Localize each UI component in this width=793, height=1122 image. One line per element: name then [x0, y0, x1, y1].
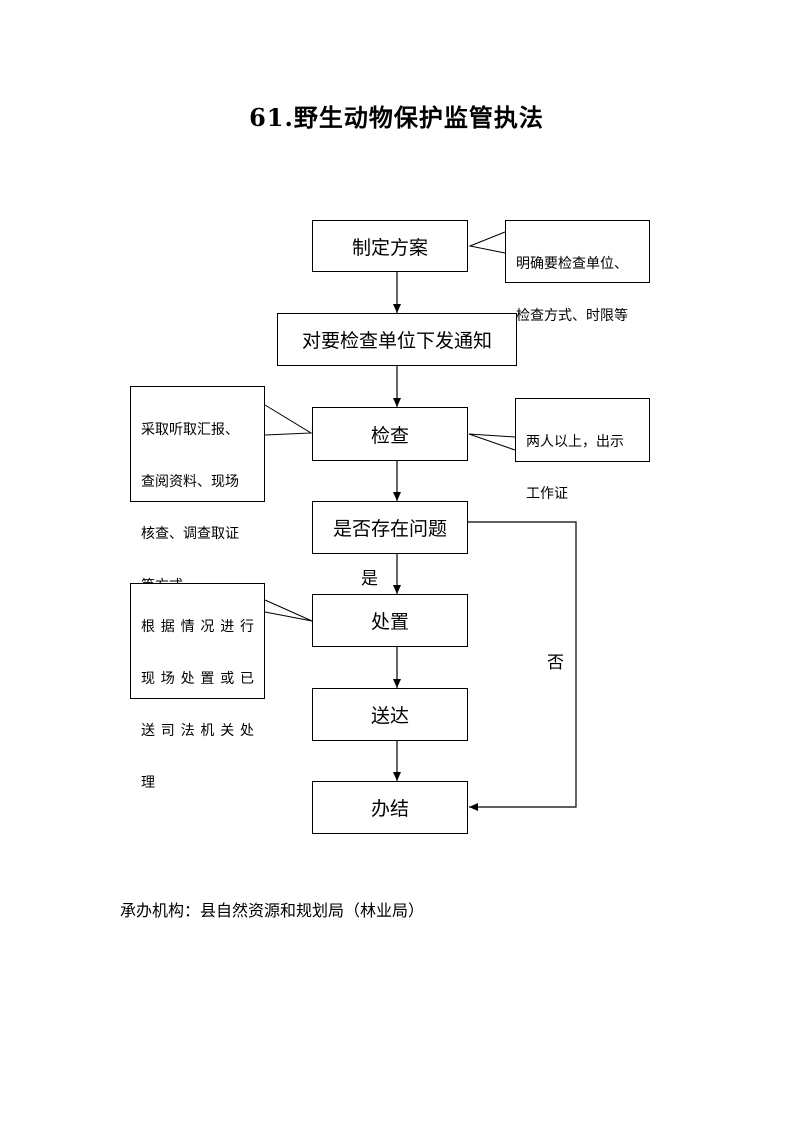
note-inspect-method: 采取听取汇报、 查阅资料、现场 核查、调查取证 等方式: [130, 386, 265, 594]
callout-plan-note: [468, 231, 506, 254]
note-plan-line: 明确要检查单位、: [516, 256, 628, 272]
page-title: 61.野生动物保护监管执法: [249, 103, 544, 132]
step-plan: 制定方案: [312, 220, 468, 272]
note-inspect-method-line: 核查、调查取证: [141, 526, 239, 542]
step-problem: 是否存在问题: [312, 501, 468, 554]
note-plan-line: 检查方式、时限等: [516, 308, 628, 324]
note-plan: 明确要检查单位、 检查方式、时限等: [505, 220, 650, 324]
note-inspect-staff: 两人以上，出示 工作证: [515, 398, 650, 502]
note-dispose-line: 送司法机关处: [141, 723, 254, 739]
callout-inspect-method: [264, 404, 313, 436]
arrow-no-branch: [468, 521, 577, 811]
label-no: 否: [547, 653, 564, 673]
step-deliver: 送达: [312, 688, 468, 741]
note-inspect-staff-line: 工作证: [526, 486, 568, 502]
note-inspect-method-line: 采取听取汇报、: [141, 422, 239, 438]
callout-dispose-note: [264, 599, 313, 622]
footer-organization: 承办机构：县自然资源和规划局（林业局）: [120, 901, 425, 920]
note-inspect-staff-line: 两人以上，出示: [526, 434, 624, 450]
label-yes: 是: [361, 569, 378, 589]
note-dispose: 根据情况进行 现场处置或已 送司法机关处 理: [130, 583, 265, 791]
note-dispose-line: 根据情况进行: [141, 619, 254, 635]
step-inspect: 检查: [312, 407, 468, 461]
step-notify: 对要检查单位下发通知: [277, 313, 517, 366]
step-close: 办结: [312, 781, 468, 834]
step-dispose: 处置: [312, 594, 468, 647]
note-dispose-line: 现场处置或已: [141, 671, 254, 687]
note-inspect-method-line: 查阅资料、现场: [141, 474, 239, 490]
note-dispose-line: 理: [141, 775, 155, 791]
callout-inspect-staff: [468, 433, 516, 451]
